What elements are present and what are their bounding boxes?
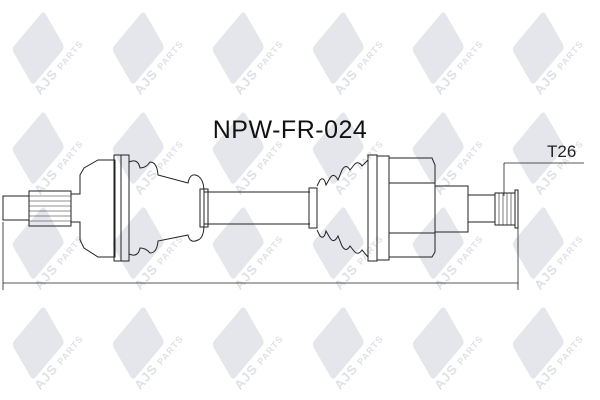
spline-count-label: T26 <box>547 142 577 161</box>
outer-stub <box>2 190 72 227</box>
outer-cv-joint <box>71 154 130 262</box>
inner-cv-joint <box>367 154 469 262</box>
inner-stub <box>467 189 519 229</box>
length-dimension-line <box>2 222 519 290</box>
outer-boot <box>128 160 205 256</box>
spline-leader-line <box>503 162 584 196</box>
inner-boot <box>316 158 369 259</box>
axle-shaft <box>199 187 318 229</box>
part-number-title: NPW-FR-024 <box>212 116 368 144</box>
